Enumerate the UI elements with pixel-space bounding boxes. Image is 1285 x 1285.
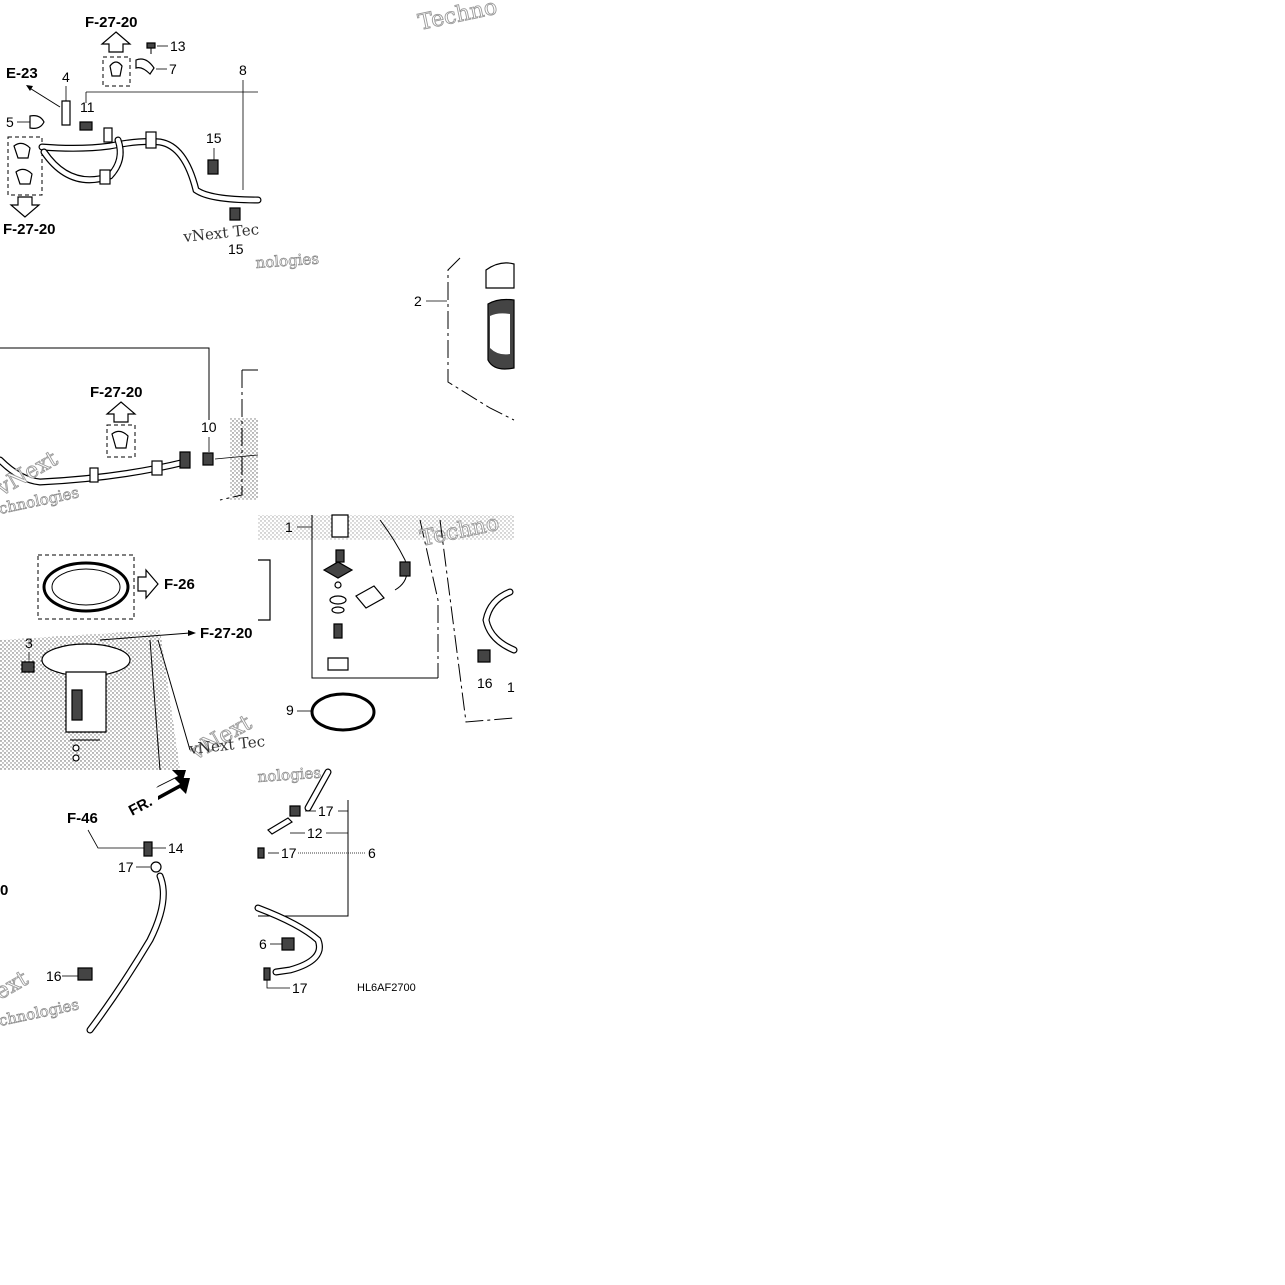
tile-lower-left: F-26 F-27-20 3 vNext vNext Tec (0, 554, 266, 771)
callout-14: 14 (168, 840, 184, 856)
watermark-11: chnologies (0, 995, 81, 1030)
callout-12: 12 (307, 825, 323, 841)
callout-5: 5 (6, 114, 14, 130)
callout-11: 11 (80, 99, 95, 115)
tile-center-right: 16 1 (439, 519, 518, 723)
callout-17-d: 17 (292, 980, 308, 996)
callout-6-b: 6 (259, 936, 267, 952)
callout-8: 8 (239, 62, 247, 78)
tile-top-left: F-27-20 13 7 E-23 4 8 11 5 (3, 0, 500, 272)
watermark-9: nologies (257, 764, 322, 786)
up-hollow-arrow-icon (100, 31, 132, 53)
callout-4: 4 (62, 69, 70, 85)
callout-10: 10 (201, 419, 217, 435)
callout-17-a: 17 (118, 859, 134, 875)
callout-7: 7 (169, 61, 177, 77)
callout-3: 3 (25, 635, 33, 651)
ref-front[interactable]: FR. (126, 793, 155, 819)
watermark-1: Techno (416, 0, 499, 36)
callout-17-b: 17 (318, 803, 334, 819)
right-hollow-arrow-icon (137, 568, 159, 600)
callout-17-c: 17 (281, 845, 297, 861)
tile-bottom-left: FR. F-46 14 17 16 0 ext chnologies (0, 770, 190, 1034)
callout-9: 9 (286, 702, 294, 718)
tile-top-right: 2 (414, 257, 515, 421)
callout-15-a: 15 (206, 130, 222, 146)
ref-f46[interactable]: F-46 (67, 810, 98, 827)
ref-top-up[interactable]: F-27-20 (85, 14, 138, 31)
up-hollow-arrow-icon (105, 401, 137, 423)
callout-0: 0 (0, 882, 8, 899)
callout-1: 1 (285, 519, 293, 535)
ref-mid-up[interactable]: F-27-20 (90, 384, 143, 401)
callout-1-b: 1 (507, 679, 515, 695)
diagram-code: HL6AF2700 (357, 982, 416, 994)
callout-15-b: 15 (228, 241, 244, 257)
callout-13: 13 (170, 38, 186, 54)
ref-left-down[interactable]: F-27-20 (3, 221, 56, 238)
callout-16-a: 16 (477, 675, 493, 691)
down-hollow-arrow-icon (9, 196, 41, 218)
ref-e23[interactable]: E-23 (6, 65, 38, 82)
watermark-3: nologies (255, 250, 320, 272)
tile-bottom-center: nologies 17 12 17 6 6 17 HL6AF2700 (254, 763, 416, 996)
tile-center: 1 9 Techno (258, 510, 514, 732)
watermark-2: vNext Tec (182, 220, 260, 246)
tile-middle-left: F-27-20 10 vNext chnologies (0, 347, 259, 518)
front-direction-arrow-icon (156, 770, 186, 788)
watermark-10: ext (0, 966, 33, 1005)
callout-16-b: 16 (46, 968, 62, 984)
ref-right-arrow[interactable]: F-27-20 (200, 625, 253, 642)
callout-2: 2 (414, 293, 422, 309)
callout-6-a: 6 (368, 845, 376, 861)
ref-f26[interactable]: F-26 (164, 576, 195, 593)
